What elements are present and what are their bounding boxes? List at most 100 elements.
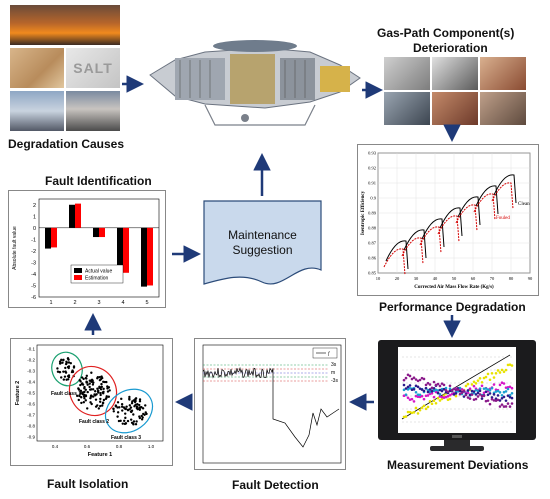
cluster-point xyxy=(94,398,98,401)
y-tick-label: -1 xyxy=(31,237,36,243)
deviation-point xyxy=(482,394,486,398)
cluster-point xyxy=(100,385,104,389)
fouled-speed-line xyxy=(455,204,478,232)
deviation-point xyxy=(482,376,486,380)
bar-estimation xyxy=(75,203,81,228)
deviation-point xyxy=(448,397,452,401)
cluster-point xyxy=(90,394,93,397)
cluster-point xyxy=(83,385,86,389)
deviation-point xyxy=(508,385,512,389)
deviation-point xyxy=(504,405,508,408)
deviation-point xyxy=(408,386,412,390)
bar-estimation xyxy=(123,227,129,273)
deviation-point xyxy=(440,395,444,399)
cluster-point xyxy=(67,366,70,370)
deviation-point xyxy=(510,391,514,395)
cluster-point xyxy=(132,413,135,416)
deviation-point xyxy=(500,403,504,406)
x-axis-label: Corrected Air Mass Flow Rate (Kg/s) xyxy=(414,285,494,290)
deviation-point xyxy=(498,405,502,408)
cluster-point xyxy=(140,414,143,418)
deviation-point xyxy=(406,388,410,391)
y-tick-label: -0.2 xyxy=(27,358,35,363)
cluster-point xyxy=(79,383,82,387)
clean-speed-line xyxy=(403,229,427,259)
y-tick-label: -6 xyxy=(31,295,36,301)
deviation-point xyxy=(480,397,484,400)
cluster-point xyxy=(83,396,86,400)
deviation-point xyxy=(430,389,434,393)
fault-detection-label: Fault Detection xyxy=(232,478,319,492)
deviation-point xyxy=(438,384,442,388)
x-tick-label: 80 xyxy=(509,276,514,281)
deviation-point xyxy=(488,378,492,382)
cluster-point xyxy=(86,407,89,410)
cluster-point xyxy=(123,419,126,423)
cluster-point xyxy=(77,398,80,402)
deviation-point xyxy=(480,394,484,398)
x-tick-label: 2 xyxy=(73,300,76,306)
cluster-point xyxy=(101,391,105,394)
x-tick-label: 0.4 xyxy=(52,444,59,449)
damaged-vane-photo xyxy=(384,92,430,125)
corroded-blade-photo xyxy=(480,57,526,90)
cluster-point xyxy=(88,385,91,389)
deviation-point xyxy=(444,395,448,399)
deviation-point xyxy=(422,404,426,408)
document-shape xyxy=(203,200,322,285)
cluster-point xyxy=(129,406,133,409)
deviation-point xyxy=(498,399,502,402)
y-tick-label: -0.6 xyxy=(27,402,35,407)
deviation-point xyxy=(454,392,458,395)
cluster-point xyxy=(82,401,86,404)
cluster-point xyxy=(86,383,89,386)
deviation-point xyxy=(440,387,444,391)
cluster-point xyxy=(99,397,102,401)
cluster-point xyxy=(88,382,91,385)
cluster-point xyxy=(79,392,82,395)
deviation-point xyxy=(486,399,490,402)
deviation-point xyxy=(450,389,454,392)
deviation-point xyxy=(502,405,506,408)
plot-frame xyxy=(36,344,164,442)
gas-turbine-image xyxy=(145,30,365,130)
deviation-point xyxy=(410,388,414,392)
x-tick-label: 10 xyxy=(376,276,381,281)
deviation-point xyxy=(508,363,512,366)
bar-estimation xyxy=(51,227,57,248)
deviation-point xyxy=(494,397,498,400)
cluster-point xyxy=(96,376,100,379)
deviation-point xyxy=(498,383,502,387)
deviation-point xyxy=(494,399,498,402)
deviation-point xyxy=(480,384,484,388)
deviation-point xyxy=(434,401,438,405)
deviation-point xyxy=(504,399,508,402)
y-tick-label: -3 xyxy=(31,260,36,266)
cluster-point xyxy=(85,374,89,378)
deviation-point xyxy=(412,376,416,380)
cluster-point xyxy=(120,405,124,408)
cluster-point xyxy=(91,383,95,386)
deviation-point xyxy=(506,363,510,367)
cluster-point xyxy=(129,418,133,421)
deviation-point xyxy=(492,393,496,396)
deviation-point xyxy=(472,380,476,384)
deviation-point xyxy=(500,393,504,397)
deviation-point xyxy=(404,415,408,418)
cluster-point xyxy=(97,407,101,410)
cluster-point xyxy=(98,378,102,382)
deviation-point xyxy=(452,387,456,391)
deviation-series xyxy=(402,373,514,408)
legend-swatch-actual xyxy=(74,268,82,273)
deviation-point xyxy=(466,391,470,395)
deviation-series xyxy=(402,363,514,419)
cluster-point xyxy=(82,391,86,394)
legend-swatch-estimation xyxy=(74,275,82,280)
y-tick-label: 0.85 xyxy=(368,271,377,276)
deviation-point xyxy=(492,376,496,379)
cluster-point xyxy=(89,396,92,400)
deviation-point xyxy=(438,388,442,392)
cluster-point xyxy=(90,388,93,391)
